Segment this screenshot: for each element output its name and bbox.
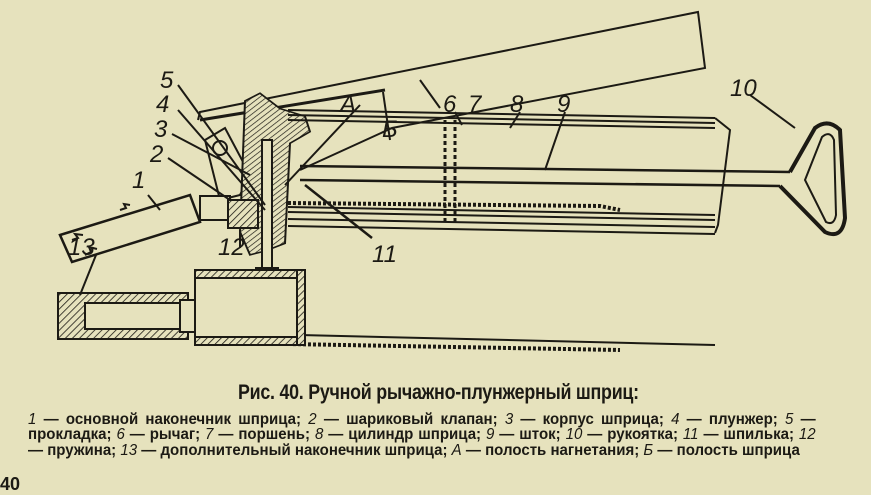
figure-caption-title: Рис. 40. Ручной рычажно-плунжерный шприц…	[237, 381, 639, 404]
legend-text: рычаг;	[149, 426, 201, 444]
legend-text: поршень;	[238, 426, 310, 444]
label-9: 9	[557, 91, 570, 118]
label-11: 11	[372, 241, 397, 268]
legend-item: 13 — дополнительный наконечник шприца;	[120, 441, 448, 459]
label-4: 4	[156, 91, 169, 118]
legend-key: 8	[314, 426, 324, 444]
label-12: 12	[218, 234, 245, 261]
handle	[778, 121, 848, 237]
legend-item: 3 — корпус шприца;	[504, 411, 664, 428]
legend-item: 12 — пружина;	[28, 426, 816, 459]
label-6: 6	[443, 91, 457, 118]
legend-key: 4	[671, 411, 680, 428]
syringe-drawing: 5 4 3 2 1 А Б 6 7 8 9 10 11 12 13	[57, 10, 848, 352]
legend-item: Б — полость шприца	[643, 441, 800, 459]
legend-key: 6	[116, 426, 125, 444]
figure-legend: 1 — основной наконечник шприца; 2 — шари…	[28, 412, 816, 458]
main-nozzle	[58, 193, 202, 264]
legend-key: 10	[565, 426, 583, 444]
legend-text: полость нагнетания;	[485, 441, 640, 459]
part-labels: 5 4 3 2 1 А Б 6 7 8 9 10 11 12 13	[68, 67, 757, 268]
legend-text: пружина;	[47, 441, 117, 459]
legend-item: 2 — шариковый клапан;	[308, 411, 498, 428]
legend-text: цилиндр шприца;	[348, 426, 482, 444]
label-A: А	[338, 91, 356, 118]
legend-key: А	[451, 441, 462, 459]
legend-text: корпус шприца;	[542, 411, 664, 428]
legend-item: А — полость нагнетания;	[451, 441, 640, 459]
label-2: 2	[149, 141, 163, 168]
legend-text: плунжер;	[708, 411, 778, 428]
legend-item: 1 — основной наконечник шприца;	[28, 411, 302, 428]
legend-item: 8 — цилиндр шприца;	[314, 426, 482, 444]
legend-item: 11 — шпилька;	[682, 426, 794, 444]
legend-key: Б	[643, 441, 654, 459]
label-B: Б	[382, 116, 398, 143]
legend-text: рукоятка;	[607, 426, 678, 444]
legend-key: 12	[798, 426, 816, 444]
label-1: 1	[132, 167, 145, 194]
label-3: 3	[154, 116, 168, 143]
legend-text: прокладка;	[28, 426, 112, 444]
legend-item: 4 — плунжер;	[671, 411, 778, 428]
legend-text: шариковый клапан;	[346, 411, 498, 428]
legend-item: 7 — поршень;	[205, 426, 310, 444]
legend-key: 3	[504, 411, 514, 428]
label-10: 10	[730, 75, 757, 102]
legend-item: 6 — рычаг;	[116, 426, 201, 444]
legend-key: 9	[486, 426, 495, 444]
legend-text: шток;	[519, 426, 561, 444]
legend-text: основной наконечник шприца;	[65, 411, 302, 428]
legend-text: полость шприца	[676, 441, 800, 459]
label-7: 7	[468, 91, 483, 118]
piston	[443, 120, 457, 225]
legend-key: 2	[308, 411, 317, 428]
additional-nozzle	[57, 269, 306, 346]
page-number: 40	[0, 474, 21, 494]
syringe-body	[238, 92, 312, 256]
legend-text: шпилька;	[723, 426, 794, 444]
label-5: 5	[160, 67, 174, 94]
legend-key: 13	[120, 441, 138, 459]
legend-text: дополнительный наконечник шприца;	[160, 441, 448, 459]
legend-item: 9 — шток;	[486, 426, 561, 444]
legend-item: 10 — рукоятка;	[565, 426, 678, 444]
label-8: 8	[510, 91, 524, 118]
legend-key: 11	[682, 426, 699, 444]
label-13: 13	[68, 234, 95, 261]
legend-key: 1	[28, 411, 37, 428]
legend-item: 5 — прокладка;	[28, 411, 816, 444]
legend-key: 5	[785, 411, 794, 428]
legend-key: 7	[205, 426, 214, 444]
